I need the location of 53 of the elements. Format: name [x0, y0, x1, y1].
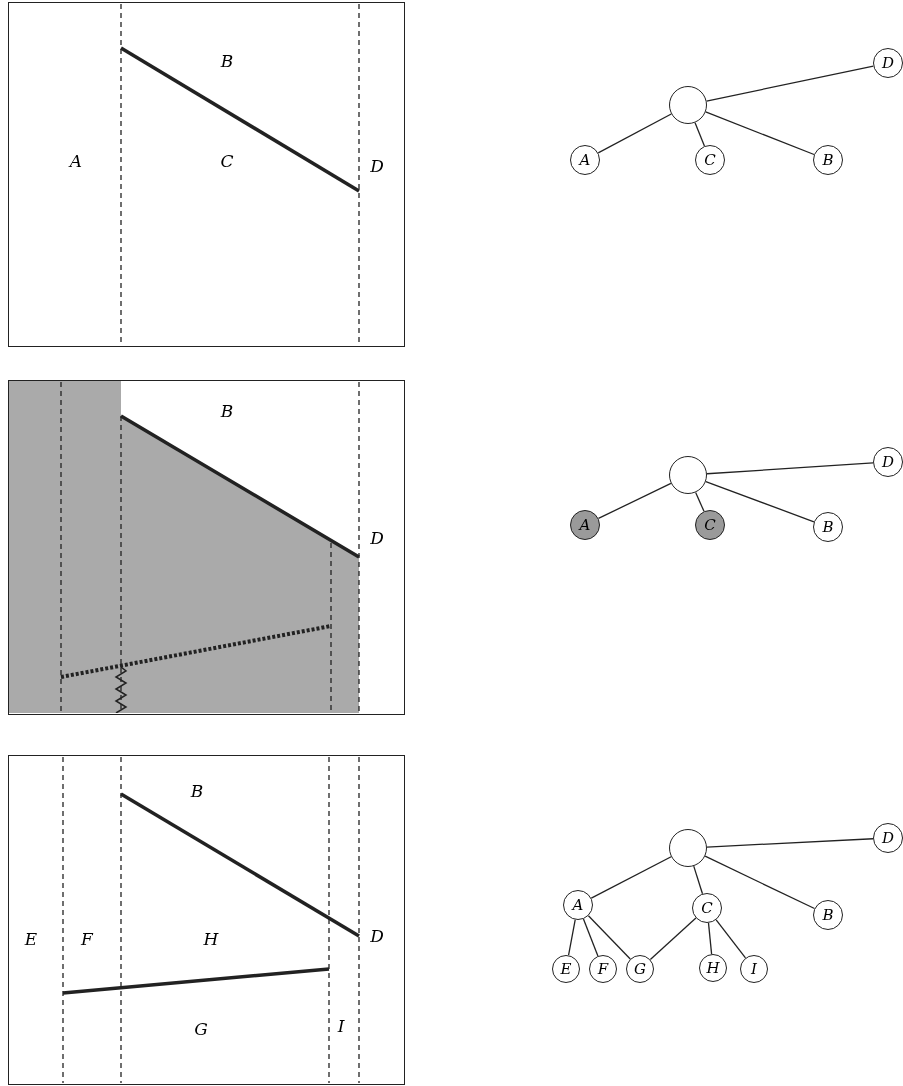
tree-node: A	[570, 145, 600, 175]
region-label: D	[370, 528, 384, 548]
tree-edge	[706, 838, 874, 848]
region-label: A	[69, 151, 83, 171]
decomposition-panel	[8, 755, 405, 1085]
tree-edge	[715, 919, 747, 959]
tree-edge	[705, 111, 815, 156]
region-label: E	[24, 929, 38, 949]
tree-edge	[694, 122, 706, 147]
tree-edge	[597, 113, 672, 154]
tree-edge	[582, 918, 599, 957]
region-label: G	[194, 1019, 208, 1039]
tree-edge	[649, 917, 697, 961]
tree-node: B	[813, 145, 843, 175]
tree-edge	[704, 855, 816, 910]
root-circle	[669, 456, 707, 494]
tree-edge	[567, 919, 576, 956]
tree-edge	[695, 491, 705, 512]
tree-edge	[597, 482, 672, 520]
tree-node: H	[699, 954, 727, 982]
region-label: D	[370, 156, 384, 176]
tree-edge	[587, 915, 631, 960]
tree-node: E	[552, 955, 580, 983]
region-label: B	[220, 51, 234, 71]
region-label: H	[203, 929, 219, 949]
tree-node: A	[563, 890, 593, 920]
tree-edge	[693, 865, 704, 895]
tree-node: G	[626, 955, 654, 983]
shaded-tree-node: A	[570, 510, 600, 540]
region-label: F	[81, 929, 93, 949]
tree-node: C	[692, 893, 722, 923]
root-circle	[669, 829, 707, 867]
region-label: C	[220, 151, 234, 171]
region-label: I	[337, 1016, 345, 1036]
tree-node: I	[740, 955, 768, 983]
tree-node: D	[873, 447, 903, 477]
tree-node: B	[813, 512, 843, 542]
decomposition-panel	[8, 2, 405, 347]
tree-node: D	[873, 48, 903, 78]
root-circle	[669, 86, 707, 124]
region-label: B	[190, 781, 204, 801]
tree-node: C	[695, 145, 725, 175]
tree-edge	[705, 65, 874, 102]
tree-edge	[590, 856, 672, 899]
region-label: D	[370, 926, 384, 946]
tree-node: D	[873, 823, 903, 853]
region-label: B	[220, 401, 234, 421]
tree-edge	[706, 462, 874, 475]
tree-edge	[705, 480, 815, 523]
shaded-tree-node: C	[695, 510, 725, 540]
tree-node: F	[589, 955, 617, 983]
tree-node: B	[813, 900, 843, 930]
tree-edge	[707, 922, 713, 955]
